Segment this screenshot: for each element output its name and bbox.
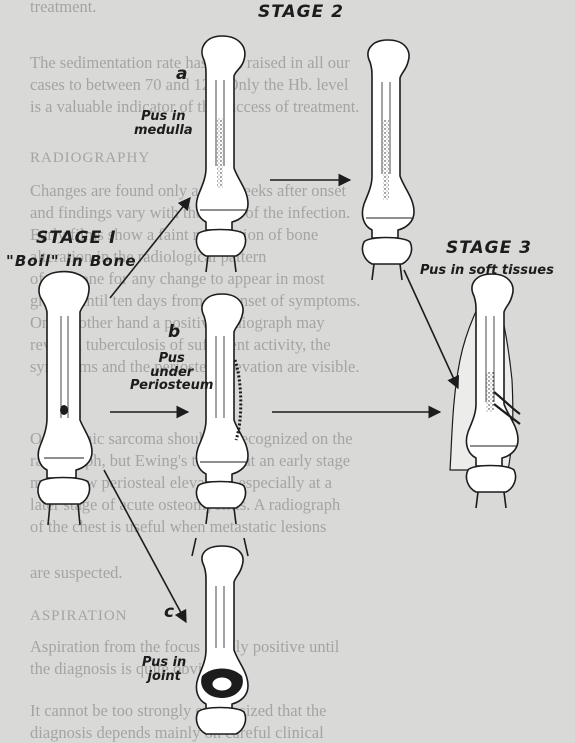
bone-stage2c [192, 538, 248, 734]
label-pus-medulla: Pus in medulla [134, 110, 193, 137]
label-pus-under-periosteum: Pus under Periosteum [130, 352, 213, 393]
pus-markings [60, 118, 520, 698]
arrow-stage1-to-a [110, 198, 190, 298]
stage1-title: STAGE I [36, 230, 117, 248]
letter-c: c [164, 604, 174, 622]
pus-medulla-stage3 [486, 372, 494, 412]
pus-spread-stage2 [383, 120, 389, 200]
bone-stage1 [38, 272, 92, 525]
stage2-title: STAGE 2 [258, 4, 344, 22]
arrow-stage1-to-c [104, 470, 186, 622]
pus-medulla-stage2a [217, 118, 223, 188]
stage1-caption: "Boil" in Bone [6, 254, 137, 270]
stage3-caption: Pus in soft tissues [420, 264, 554, 278]
letter-a: a [176, 66, 187, 84]
stage3-title: STAGE 3 [446, 240, 532, 258]
arrow-spread-to-stage3 [404, 270, 458, 388]
letter-b: b [168, 324, 180, 342]
pus-abscess-stage1 [60, 405, 68, 415]
bone-stage3 [450, 274, 518, 508]
label-pus-in-joint: Pus in joint [142, 656, 186, 683]
